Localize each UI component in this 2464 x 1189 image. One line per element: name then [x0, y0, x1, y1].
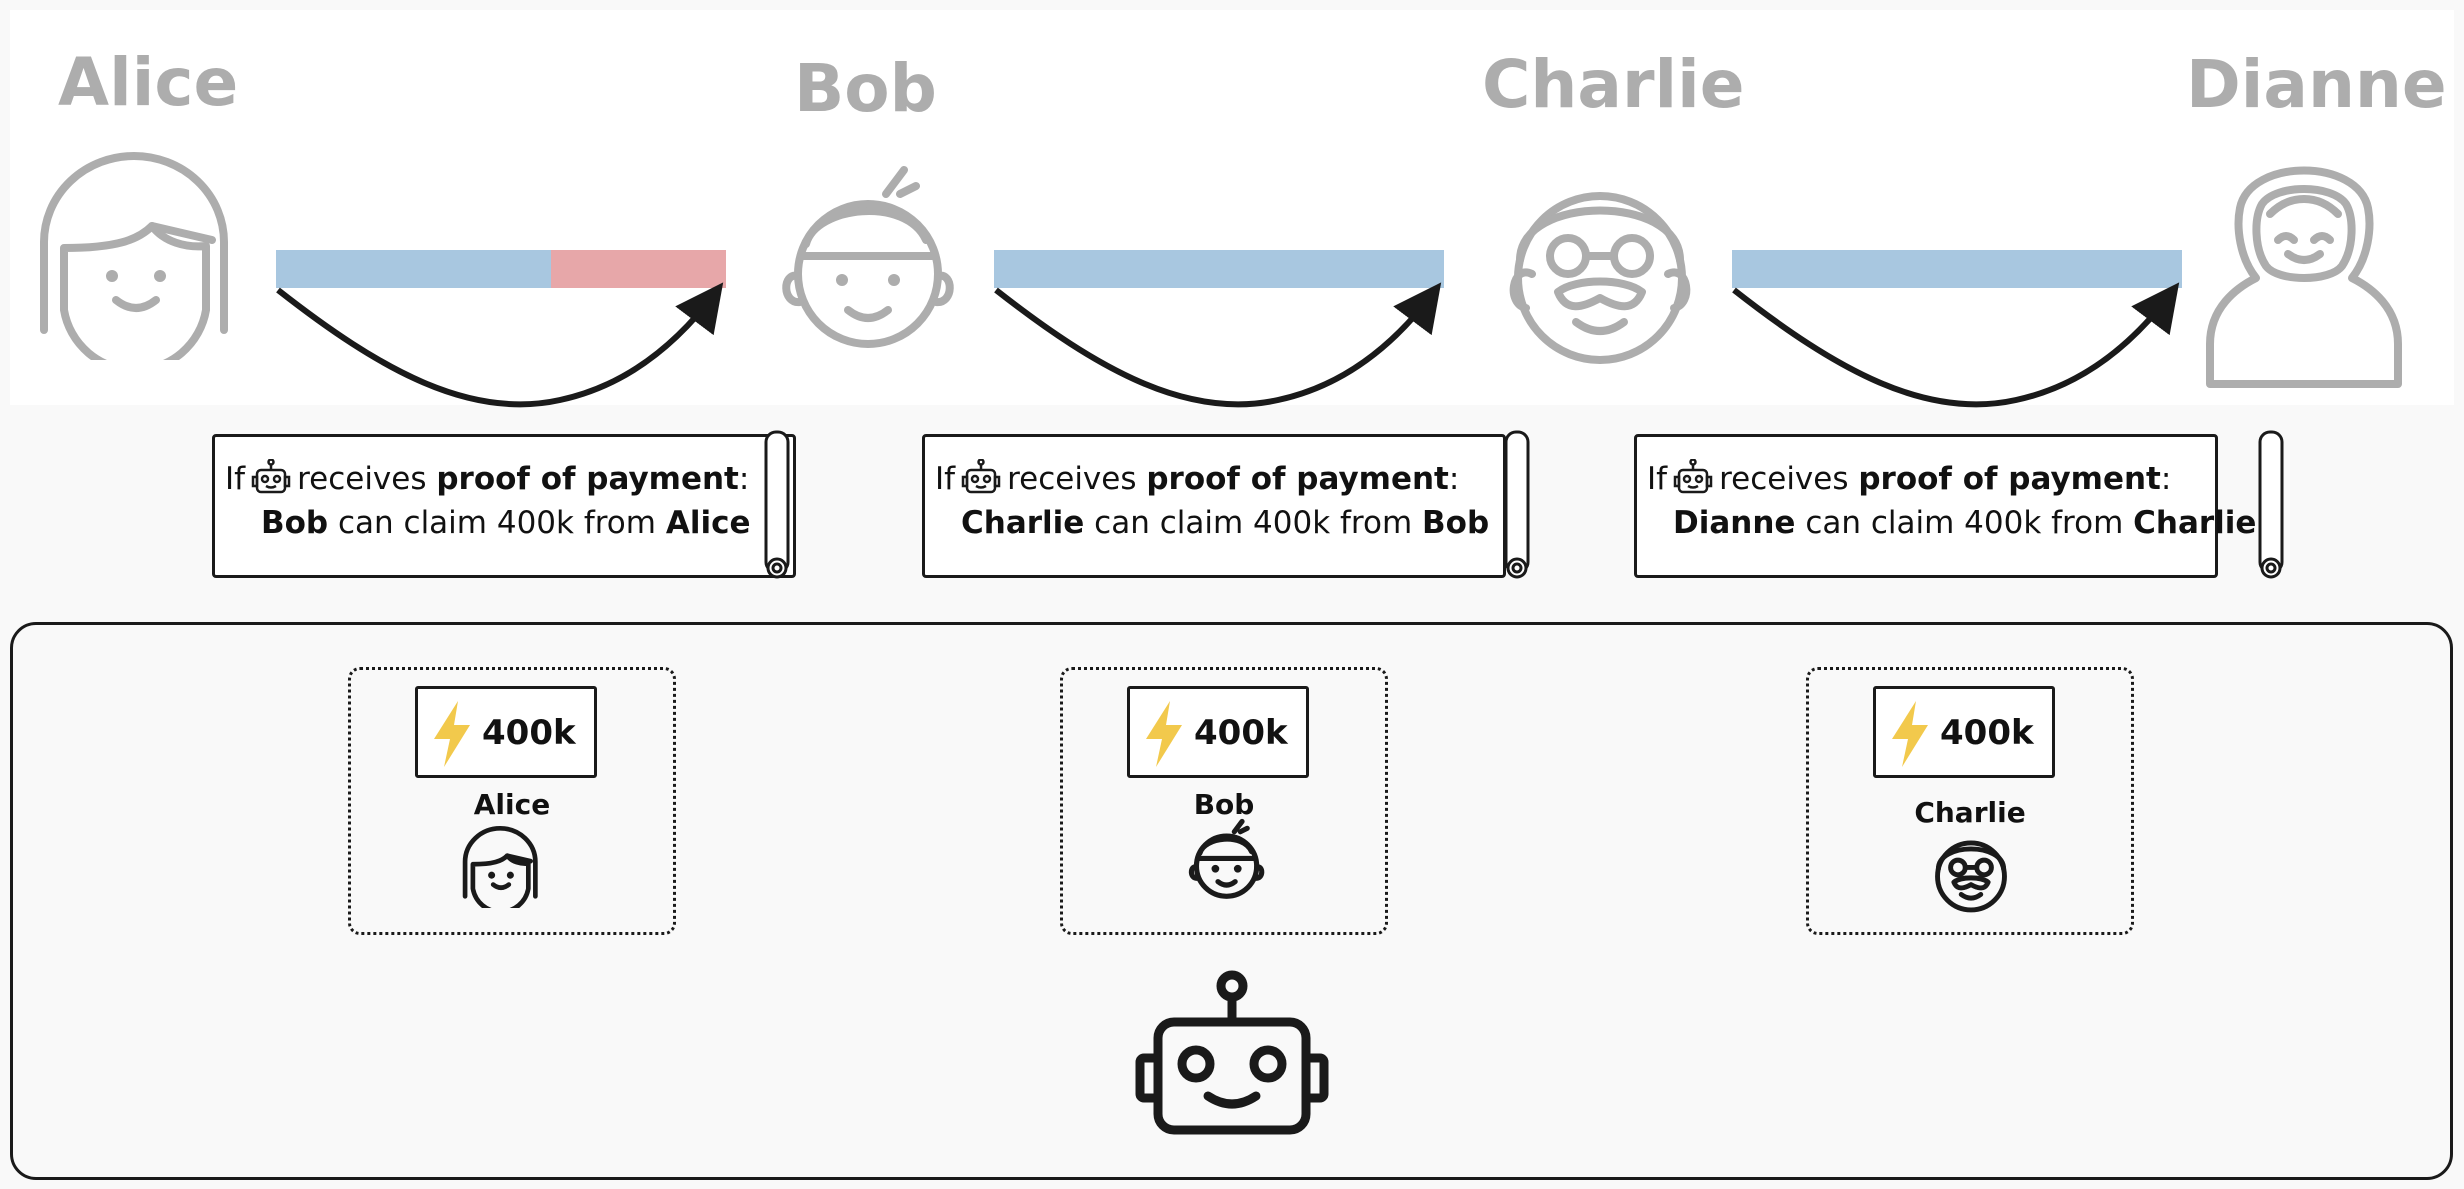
charlie-avatar-icon: [1509, 192, 1691, 364]
amount-badge: 400k: [415, 686, 597, 778]
contract-payer: Charlie: [2133, 505, 2257, 541]
name-bob: Bob: [794, 50, 937, 127]
htlc-contract-2: If receives proof of payment: Charlie can…: [922, 434, 1506, 578]
channel-remote-balance: [550, 250, 726, 288]
htlc-contract-1: If receives proof of payment: Bob can cla…: [212, 434, 796, 578]
name-alice: Alice: [58, 44, 239, 121]
contract-if: If: [935, 461, 956, 497]
escrow-alice: 400k Alice: [348, 667, 676, 935]
contract-if: If: [225, 461, 246, 497]
contract-colon: :: [2160, 461, 2172, 497]
htlc-contract-3: If receives proof of payment: Dianne can …: [1634, 434, 2256, 578]
escrow-owner: Alice: [473, 788, 551, 821]
amount-badge: 400k: [1127, 686, 1309, 778]
robot-icon: [961, 459, 1001, 494]
contract-proof: proof of payment: [436, 461, 739, 497]
contract-claim-text: can claim 400k from: [337, 505, 656, 541]
name-charlie: Charlie: [1482, 46, 1745, 123]
bob-avatar-icon: [782, 166, 954, 348]
lightning-icon: [434, 701, 470, 767]
escrow-amount: 400k: [1940, 713, 2034, 753]
escrow-bob: 400k Bob: [1060, 667, 1388, 935]
scroll-icon: [2258, 430, 2284, 579]
contract-payer: Bob: [1422, 505, 1490, 541]
arrow-icon: [994, 282, 1442, 408]
amount-badge: 400k: [1873, 686, 2055, 778]
channel-bob-charlie: [994, 250, 1444, 288]
contract-colon: :: [1448, 461, 1460, 497]
contract-receives: receives: [1007, 461, 1137, 497]
lightning-icon: [1892, 701, 1928, 767]
contract-claim-text: can claim 400k from: [1805, 505, 2124, 541]
escrow-amount: 400k: [1194, 713, 1288, 753]
channel-alice-bob: [276, 250, 726, 288]
charlie-avatar-icon: [1935, 840, 2007, 913]
scroll-icon: [764, 430, 790, 579]
name-dianne: Dianne: [2186, 46, 2447, 123]
contract-receives: receives: [297, 461, 427, 497]
contract-colon: :: [738, 461, 750, 497]
contract-claimant: Charlie: [961, 505, 1085, 541]
contract-payer: Alice: [665, 505, 751, 541]
contract-if: If: [1647, 461, 1668, 497]
robot-icon: [1135, 970, 1329, 1135]
contract-receives: receives: [1719, 461, 1849, 497]
escrow-owner: Charlie: [1914, 796, 2026, 829]
contract-claim-text: can claim 400k from: [1094, 505, 1413, 541]
robot-icon: [1673, 459, 1713, 494]
alice-avatar-icon: [40, 152, 228, 360]
contract-claimant: Bob: [261, 505, 329, 541]
escrow-charlie: 400k Charlie: [1806, 667, 2134, 935]
channel-charlie-dianne: [1732, 250, 2182, 288]
escrow-owner: Bob: [1193, 788, 1255, 821]
contract-proof: proof of payment: [1146, 461, 1449, 497]
contract-proof: proof of payment: [1858, 461, 2161, 497]
arrow-icon: [276, 282, 724, 408]
robot-icon: [251, 459, 291, 494]
top-band: [10, 10, 2454, 405]
contract-claimant: Dianne: [1673, 505, 1796, 541]
dianne-avatar-icon: [2206, 166, 2402, 388]
arrow-icon: [1732, 282, 2180, 408]
scroll-icon: [1504, 430, 1530, 579]
escrow-amount: 400k: [482, 713, 576, 753]
alice-avatar-icon: [462, 826, 538, 908]
lightning-icon: [1146, 701, 1182, 767]
bob-avatar-icon: [1188, 818, 1265, 899]
